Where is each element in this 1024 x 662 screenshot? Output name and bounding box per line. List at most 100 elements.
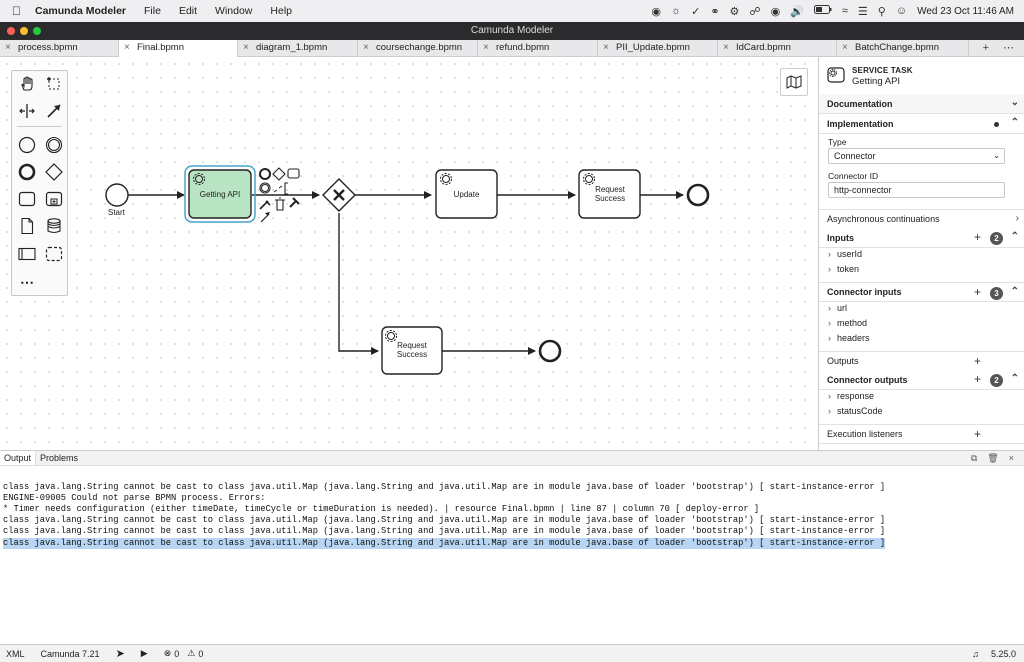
volume-icon[interactable]: 🔊 [790,5,804,18]
close-icon[interactable]: × [723,42,729,53]
close-icon[interactable]: × [603,42,609,53]
connector-id-input[interactable]: http-connector [828,182,1005,198]
connector-input-item[interactable]: ›method [828,318,868,328]
data-store-icon[interactable] [43,215,65,237]
close-panel-icon[interactable]: × [1008,453,1014,463]
input-item[interactable]: ›userId [828,249,863,259]
add-listener-icon[interactable]: + [973,427,981,441]
error-icon[interactable]: ⊗ [163,648,172,658]
subprocess-icon[interactable] [43,188,65,210]
menu-window[interactable]: Window [206,5,252,17]
tab-final[interactable]: ×Final.bpmn [119,40,238,57]
new-tab-icon[interactable]: + [982,42,989,54]
task-getting-api[interactable] [184,165,256,223]
app-version[interactable]: 5.25.0 [990,648,1016,659]
deploy-rocket-icon[interactable]: ➤ [115,648,125,660]
status-app-icon[interactable]: ◉ [770,5,781,18]
control-center-icon[interactable]: ☰ [857,5,868,18]
add-connector-output-icon[interactable]: + [973,372,981,386]
tab-idcard[interactable]: ×IdCard.bpmn [718,40,837,57]
battery-icon[interactable] [813,5,832,17]
space-tool-icon[interactable] [16,100,38,122]
status-app-icon[interactable]: ☍ [749,5,761,18]
append-text-annotation-icon[interactable] [273,185,283,193]
status-app-icon[interactable]: ☼ [671,5,682,17]
tab-pii-update[interactable]: ×PII_Update.bpmn [598,40,718,57]
section-connector-outputs[interactable]: Connector outputs + 2 ⌃ [819,370,1024,390]
task-icon[interactable] [16,188,38,210]
close-icon[interactable]: × [124,42,130,53]
tab-diagram-1[interactable]: ×diagram_1.bpmn [238,40,358,57]
intermediate-event-icon[interactable] [43,134,65,156]
close-icon[interactable]: × [243,42,249,53]
add-connector-input-icon[interactable]: + [973,285,981,299]
notifications-icon[interactable]: ♫ [972,648,979,659]
add-input-icon[interactable]: + [973,230,981,244]
delete-trash-icon[interactable] [275,197,285,211]
connector-input-item[interactable]: ›headers [828,333,870,343]
warning-icon[interactable]: ⚠ [187,648,196,658]
status-app-icon[interactable]: ◉ [651,5,662,18]
end-event-icon[interactable] [16,161,38,183]
append-task-icon[interactable] [287,168,300,179]
section-implementation[interactable]: Implementation ⌃ [819,114,1024,134]
append-intermediate-event-icon[interactable] [259,182,271,194]
start-event[interactable] [105,183,129,207]
tab-coursechange[interactable]: ×coursechange.bpmn [358,40,478,57]
minimize-window-button[interactable] [20,27,28,35]
menu-help[interactable]: Help [261,5,292,17]
close-icon[interactable]: × [842,42,848,53]
connector-output-item[interactable]: ›response [828,391,875,401]
end-event-top[interactable] [686,183,710,207]
gateway-icon[interactable] [43,161,65,183]
menu-edit[interactable]: Edit [169,5,197,17]
section-async-continuations[interactable]: Asynchronous continuations › [819,209,1024,229]
section-execution-listeners[interactable]: Execution listeners + [819,424,1024,444]
task-update[interactable] [435,169,498,219]
diagram-canvas[interactable] [0,57,818,450]
append-end-event-icon[interactable] [259,168,271,180]
input-item[interactable]: ›token [828,264,860,274]
add-output-icon[interactable]: + [973,354,981,368]
task-request-success-top[interactable] [578,169,641,219]
close-window-button[interactable] [7,27,15,35]
close-icon[interactable]: × [483,42,489,53]
section-documentation[interactable]: Documentation ⌄ [819,94,1024,114]
output-log[interactable]: class java.lang.String cannot be cast to… [3,471,886,560]
append-gateway-icon[interactable] [272,167,286,181]
sequence-flow[interactable] [338,213,379,355]
copy-icon[interactable]: ⧉ [970,453,978,463]
zoom-window-button[interactable] [33,27,41,35]
color-picker-icon[interactable] [289,197,300,208]
tab-process[interactable]: ×process.bpmn [0,40,119,57]
section-connector-inputs[interactable]: Connector inputs + 3 ⌃ [819,282,1024,302]
wifi-icon[interactable]: ≈ [841,5,848,17]
change-type-wrench-icon[interactable] [259,200,271,210]
clock[interactable]: Wed 23 Oct 11:46 AM [917,5,1014,17]
pool-icon[interactable] [16,243,38,265]
start-event-icon[interactable] [16,134,38,156]
section-outputs[interactable]: Outputs + [819,351,1024,371]
engine-version[interactable]: Camunda 7.21 [40,648,100,659]
task-request-success-bottom[interactable] [381,326,443,375]
tab-batchchange[interactable]: ×BatchChange.bpmn [837,40,969,57]
tab-refund[interactable]: ×refund.bpmn [478,40,598,57]
app-menu[interactable]: Camunda Modeler [26,5,126,17]
connector-input-item[interactable]: ›url [828,303,848,313]
group-icon[interactable] [43,243,65,265]
end-event-bottom[interactable] [538,339,562,363]
close-icon[interactable]: × [363,42,369,53]
type-select[interactable]: Connector ⌄ [828,148,1005,164]
more-tools-icon[interactable]: ⋯ [20,273,34,290]
tab-problems[interactable]: Problems [40,453,79,463]
status-app-icon[interactable]: ⚭ [710,5,720,18]
clear-trash-icon[interactable]: 🗑 [987,453,999,463]
tab-output[interactable]: Output [0,451,37,465]
minimap-toggle-button[interactable] [780,68,808,96]
user-icon[interactable]: ☺ [895,5,908,17]
apple-icon[interactable]:  [12,4,21,18]
tab-overflow-icon[interactable]: ⋯ [1003,42,1014,54]
xml-toggle[interactable]: XML [6,648,25,659]
section-inputs[interactable]: Inputs + 2 ⌃ [819,228,1024,248]
exclusive-gateway[interactable] [322,178,356,212]
